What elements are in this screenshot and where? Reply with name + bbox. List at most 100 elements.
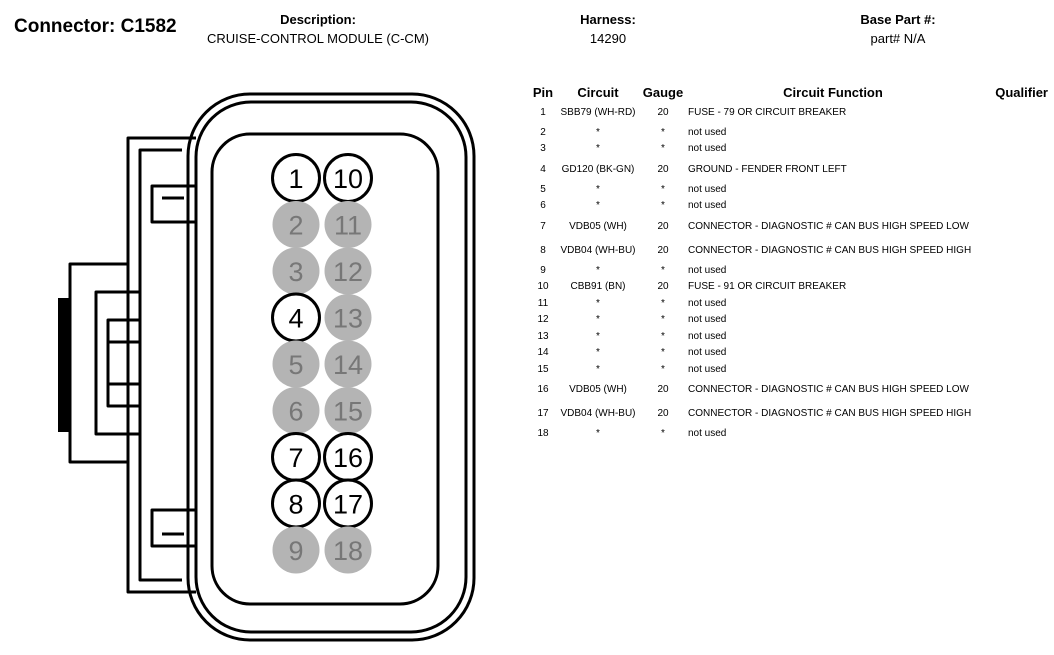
pin-cell: 12 [537,314,549,326]
pin-number-label: 18 [333,536,363,566]
circuit-cell: * [596,200,600,212]
pin-cavity [324,387,372,434]
circuit-cell: * [596,363,600,375]
circuit-cell: * [596,297,600,309]
function-cell: CONNECTOR - DIAGNOSTIC # CAN BUS HIGH SP… [688,408,972,419]
base-part-value: part# N/A [870,31,926,46]
connector-housing [68,92,476,642]
pin-1: 1 [271,153,321,203]
gauge-cell: 20 [657,106,669,118]
harness-block: Harness: 14290 [548,12,668,47]
pin-4: 4 [271,292,321,343]
connector-title: Connector: C1582 [14,16,177,37]
pin-cell: 3 [540,143,546,155]
pin-cell: 7 [540,220,546,232]
pin-cell: 1 [540,106,546,118]
pin-cell: 15 [537,363,549,375]
pin-cavity [324,201,372,248]
pin-cavity [324,294,372,341]
function-cell: not used [688,264,727,276]
pin-number-label: 17 [333,490,363,520]
pin-cell: 13 [537,330,549,342]
pin-14: 14 [324,340,372,388]
description-value: CRUISE-CONTROL MODULE (C-CM) [207,31,429,46]
gauge-cell: * [661,330,665,342]
gauge-cell: * [661,363,665,375]
pin-number-label: 12 [333,257,363,287]
circuit-cell: * [596,126,600,138]
gauge-cell: 20 [657,384,669,395]
circuit-cell: VDB04 (WH-BU) [560,408,636,419]
pin-row: 18**not used [528,426,1048,443]
qualifier-cell [978,295,1048,312]
circuit-cell: VDB05 (WH) [569,220,627,232]
qualifier-cell [978,345,1048,362]
function-cell: FUSE - 79 OR CIRCUIT BREAKER [688,106,847,118]
pin-row: 9**not used [528,262,1048,279]
gauge-cell: * [661,347,665,359]
pin-row: 17 VDB04 (WH-BU) 20 CONNECTOR - DIAGNOSTIC … [528,402,1048,426]
function-cell: not used [688,126,727,138]
pin-cell: 11 [537,297,549,309]
pin-7: 7 [271,432,321,482]
pin-number-label: 4 [288,304,303,334]
qualifier-cell [978,141,1048,158]
pin-cavity [272,387,320,434]
qualifier-cell [978,198,1048,215]
function-cell: not used [688,428,727,440]
pin-cell: 5 [540,183,546,195]
qualifier-cell [978,157,1048,181]
pin-12: 12 [324,247,372,295]
col-pin: Pin [532,85,554,100]
col-qualifier: Qualifier [995,85,1048,100]
qualifier-cell [978,181,1048,198]
pin-row: 15 * * not used [528,361,1048,378]
pin-5: 5 [272,340,320,388]
pin-number-label: 16 [333,443,363,473]
circuit-cell: * [596,264,600,276]
function-cell: not used [688,314,727,326]
circuit-cell: GD120 (BK-GN) [561,163,635,175]
pin-row: 11 * * not used [528,295,1048,312]
pin-table: Pin Circuit Gauge Circuit Function Quali… [528,82,1048,442]
circuit-cell: * [596,330,600,342]
pin-cavity [272,340,320,388]
harness-label: Harness: [580,12,636,27]
pin-row: 2**not used [528,124,1048,141]
circuit-cell: VDB04 (WH-BU) [560,244,636,256]
circuit-cell: * [596,314,600,326]
gauge-cell: * [661,183,665,195]
pin-cell: 17 [537,408,549,419]
pin-10: 10 [323,153,373,203]
function-cell: not used [688,363,727,375]
pin-row: 5**not used [528,181,1048,198]
pin-number-label: 6 [288,397,303,427]
pin-cavity [324,247,372,295]
function-cell: GROUND - FENDER FRONT LEFT [688,163,847,175]
pin-cavity [272,526,320,574]
base-part-block: Base Part #: part# N/A [818,12,978,47]
gauge-cell: 20 [657,220,669,232]
gauge-cell: * [661,143,665,155]
function-cell: FUSE - 91 OR CIRCUIT BREAKER [688,281,847,293]
qualifier-cell [978,378,1048,402]
gauge-cell: 20 [657,408,669,419]
pin-number-label: 2 [288,211,303,241]
pin-row: 14**not used [528,345,1048,362]
pin-number-label: 1 [288,164,303,194]
gauge-cell: * [661,428,665,440]
pin-8: 8 [271,478,321,529]
qualifier-cell [978,426,1048,443]
pin-table-header: Pin Circuit Gauge Circuit Function Quali… [528,82,1048,100]
gauge-cell: * [661,297,665,309]
function-cell: not used [688,297,727,309]
gauge-cell: 20 [657,281,669,293]
qualifier-cell [978,328,1048,345]
pin-row: 6**not used [528,198,1048,215]
function-cell: not used [688,347,727,359]
pin-6: 6 [272,387,320,434]
